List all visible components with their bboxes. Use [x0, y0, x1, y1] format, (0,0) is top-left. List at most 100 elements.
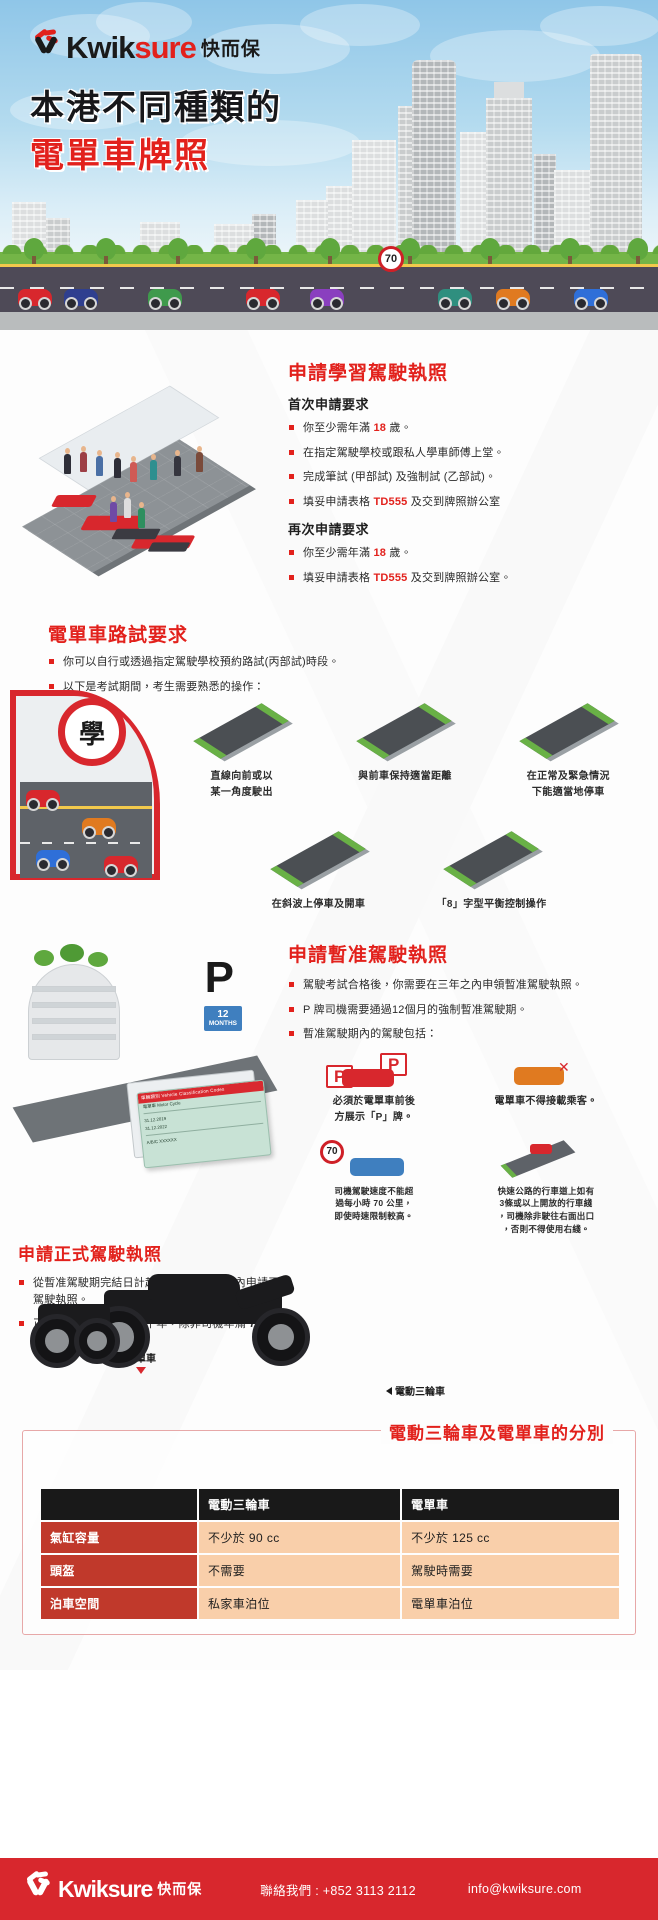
table-row: 氣缸容量 不少於 90 cc 不少於 125 cc — [41, 1522, 619, 1553]
motorcycle-and-trike-photo — [30, 1264, 360, 1384]
maneuver-tile-icon — [190, 698, 294, 762]
motorbike-icon — [26, 790, 60, 811]
comparison-section: 電動三輪車及電單車的分別 電動三輪車 電單車 氣缸容量 不少於 90 cc — [0, 1419, 658, 1670]
motorbike-icon — [310, 289, 344, 310]
motorbike-icon — [496, 289, 530, 310]
maneuver-grid: 直線向前或以某一角度駛出 與前車保持適當距離 在正常及緊急情況下能適當地停車 在… — [160, 698, 650, 913]
maneuver-item: 在正常及緊急情況下能適當地停車 — [493, 698, 643, 800]
motorbike-icon — [574, 289, 608, 310]
full-licence-title: 申請正式駕駛執照 — [18, 1245, 162, 1264]
probationary-rule-caption: 電單車不得接載乘客。 — [494, 1095, 598, 1107]
section-learner-licence: 申請學習駕駛執照 首次申請要求 你至少需年滿 18 歲。 在指定駕駛學校或跟私人… — [0, 330, 658, 620]
list-item: 你可以自行或透過指定駕駛學校預約路試(丙部試)時段。 — [48, 654, 608, 671]
arrow-down-icon — [136, 1367, 146, 1374]
maneuver-item: 在斜波上停車及開車 — [244, 826, 394, 913]
hero-title-line1: 本港不同種類的 — [30, 89, 282, 127]
brand-name: Kwiksure — [66, 29, 197, 65]
probationary-rule-caption: 必須於電單車前後方展示「P」牌。 — [332, 1095, 416, 1123]
speed-limit-sign-icon: 70 — [378, 246, 404, 272]
label-e-trike: 電動三輪車 — [386, 1382, 445, 1400]
kwiksure-starburst-logo-icon — [30, 28, 64, 64]
hero-banner: 70 Kwiksure 快而保 本港不同種類的 電單車牌照 — [0, 0, 658, 330]
cell-bike: 不少於 125 cc — [400, 1522, 619, 1553]
footer-brand-logo[interactable]: Kwiksure 快而保 — [22, 1870, 203, 1906]
months-number: 12 — [217, 1009, 229, 1020]
table-row: 頭盔 不需要 駕駛時需要 — [41, 1555, 619, 1586]
table-header: 電動三輪車 電單車 — [41, 1489, 619, 1520]
curb — [0, 312, 658, 330]
probationary-rule-caption: 司機駕駛速度不能超過每小時 70 公里，即使時速限制較高。 — [334, 1185, 414, 1222]
cloud-shape — [540, 6, 658, 46]
motorbike-icon — [104, 856, 138, 877]
footer-email[interactable]: info@kwiksure.com — [467, 1882, 582, 1896]
maneuver-tile-icon — [353, 698, 457, 762]
comparison-box: 電動三輪車及電單車的分別 電動三輪車 電單車 氣缸容量 不少於 90 cc — [22, 1419, 636, 1635]
maneuver-item: 與前車保持適當距離 — [330, 698, 480, 800]
cell-trike: 不需要 — [197, 1555, 401, 1586]
learner-plate-illustration: 學 — [10, 690, 160, 890]
brand-logo[interactable]: Kwiksure 快而保 — [30, 28, 261, 65]
motorbike-icon — [36, 850, 70, 871]
maneuver-caption: 直線向前或以某一角度駛出 — [210, 771, 273, 798]
comparison-title: 電動三輪車及電單車的分別 — [381, 1419, 613, 1444]
12-months-badge: 12 MONTHS — [203, 1006, 242, 1031]
licensing-office-illustration — [18, 380, 278, 595]
footer-brand-name: Kwiksure — [58, 1875, 154, 1902]
table-header-trike: 電動三輪車 — [197, 1489, 401, 1520]
table-header-row: 電動三輪車 電單車 — [41, 1489, 619, 1520]
maneuver-caption: 與前車保持適當距離 — [358, 771, 452, 782]
cell-bike: 駕駛時需要 — [400, 1555, 619, 1586]
footer-brand-sure: sure — [107, 1875, 154, 1902]
footer-brand-chinese: 快而保 — [157, 1881, 203, 1897]
cloud-shape — [10, 90, 150, 130]
motorbike-icon — [82, 818, 116, 839]
maneuver-row-2: 在斜波上停車及開車 「8」字型平衡控制操作 — [160, 826, 650, 913]
probationary-rule: P P 必須於電單車前後方展示「P」牌。 — [288, 1052, 460, 1126]
label-motorcycle: 電單車 — [126, 1350, 156, 1374]
list-item: 你至少需年滿 18 歲。 — [288, 420, 638, 437]
road-test-list: 你可以自行或透過指定駕駛學校預約路試(丙部試)時段。 以下是考試期間，考生需要熟… — [48, 654, 608, 695]
motorbike-icon — [438, 289, 472, 310]
motorbike-icon — [18, 289, 52, 310]
maneuver-caption: 在正常及緊急情況下能適當地停車 — [526, 771, 610, 798]
list-item: 填妥申請表格 TD555 及交到牌照辦公室 — [288, 494, 638, 511]
list-item: P 牌司機需要通過12個月的強制暫准駕駛期。 — [288, 1002, 644, 1019]
no-passenger-icon: ✕ — [460, 1055, 632, 1089]
list-item: 駕駛考試合格後，你需要在三年之內申領暫准駕駛執照。 — [288, 977, 644, 994]
probationary-rule: 70 司機駕駛速度不能超過每小時 70 公里，即使時速限制較高。 — [288, 1139, 460, 1236]
cloud-shape — [96, 2, 192, 42]
maneuver-item: 直線向前或以某一角度駛出 — [167, 698, 317, 800]
hero-title-line2: 電單車牌照 — [30, 137, 210, 175]
age-highlight: 18 — [373, 422, 387, 434]
maneuver-tile-icon — [516, 698, 620, 762]
brand-name-kwik: Kwik — [66, 29, 135, 65]
parking-sign-icon: P — [204, 953, 234, 1002]
list-item: 暫准駕駛期內的駕駛包括： — [288, 1026, 644, 1043]
probationary-section-title: 申請暫准駕駛執照 — [288, 945, 449, 966]
arrow-left-icon — [386, 1387, 392, 1395]
learner-section-title: 申請學習駕駛執照 — [288, 363, 449, 384]
footer-phone[interactable]: 聯絡我們 : +852 3113 2112 — [260, 1883, 416, 1898]
learner-first-requirements-list: 你至少需年滿 18 歲。 在指定駕駛學校或跟私人學車師傅上堂。 完成筆試 (甲部… — [288, 420, 638, 510]
table-header-bike: 電單車 — [400, 1489, 619, 1520]
vehicle-classification-card: 車輛類別 Vehicle Classification Codes 電單車 Mo… — [136, 1079, 272, 1169]
learner-subtitle-first: 首次申請要求 — [288, 397, 370, 412]
probationary-text: 申請暫准駕駛執照 駕駛考試合格後，你需要在三年之內申領暫准駕駛執照。 P 牌司機… — [288, 940, 644, 1236]
cell-bike: 電單車泊位 — [400, 1588, 619, 1619]
list-item: 填妥申請表格 TD555 及交到牌照辦公室。 — [288, 570, 638, 587]
learner-subtitle-renew: 再次申請要求 — [288, 522, 370, 537]
maneuver-caption: 在斜波上停車及開車 — [271, 899, 366, 910]
probationary-rules-row-1: P P 必須於電單車前後方展示「P」牌。 ✕ 電單車不得接載乘客。 — [288, 1052, 644, 1126]
expressway-lane-icon — [460, 1139, 632, 1180]
footer-brand-kwik: Kwik — [58, 1875, 109, 1902]
p-plate-icon: P P — [288, 1052, 460, 1089]
section-full-licence: 申請正式駕駛執照 從暫准駕駛期完結日計起，你必須在三年內申請正式駕駛執照。 正式… — [0, 1240, 658, 1430]
maneuver-row-1: 直線向前或以某一角度駛出 與前車保持適當距離 在正常及緊急情況下能適當地停車 — [160, 698, 650, 800]
brand-name-sure: sure — [134, 29, 196, 65]
form-code-highlight: TD555 — [373, 495, 408, 508]
cloud-shape — [300, 4, 420, 46]
road-test-header: 電單車路試要求 你可以自行或透過指定駕駛學校預約路試(丙部試)時段。 以下是考試… — [48, 620, 608, 703]
list-item: 完成筆試 (甲部試) 及強制試 (乙部試)。 — [288, 469, 638, 486]
